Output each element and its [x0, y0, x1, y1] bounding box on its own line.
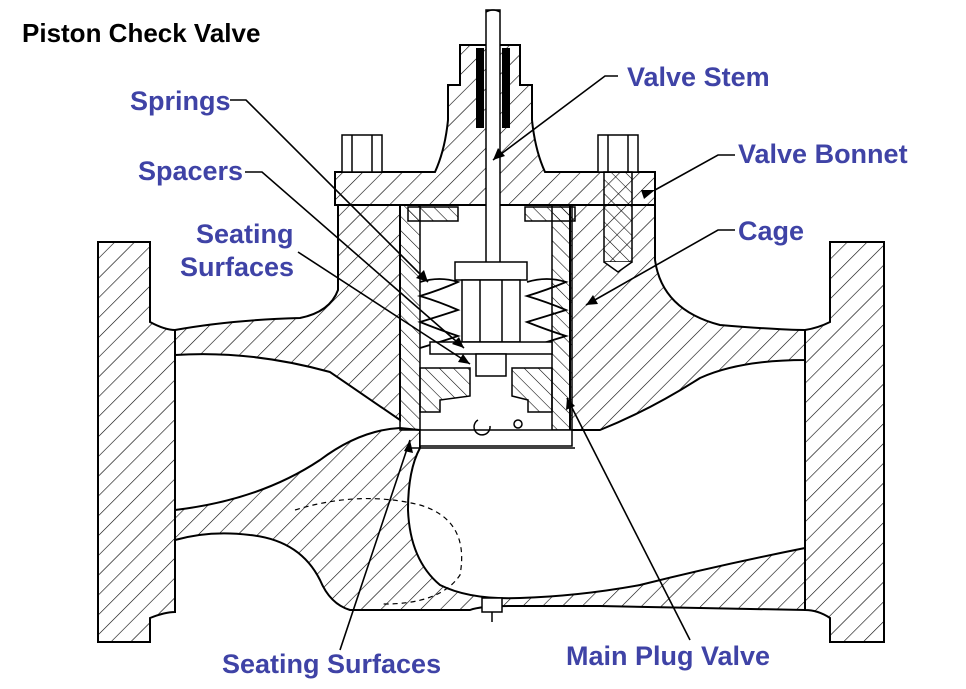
cage — [399, 204, 576, 431]
bonnet-bolt-left — [341, 134, 383, 173]
label-cage: Cage — [738, 216, 805, 246]
label-springs: Springs — [130, 86, 231, 116]
main-plug — [410, 367, 575, 449]
label-seating-surfaces-left-line2: Surfaces — [180, 252, 295, 282]
label-main-plug-valve: Main Plug Valve — [566, 641, 771, 671]
label-spacers: Spacers — [138, 156, 244, 186]
stem-packing-left — [476, 48, 484, 128]
drain-plug — [481, 597, 503, 622]
left-flange — [97, 241, 176, 643]
arrow-heads — [404, 148, 655, 453]
label-seating-surfaces-bottom: Seating Surfaces — [222, 649, 442, 679]
valve-stem — [485, 9, 501, 266]
right-flange — [804, 241, 885, 643]
label-valve-stem: Valve Stem — [627, 62, 770, 92]
body-lower — [174, 426, 806, 612]
springs — [416, 278, 569, 349]
bonnet-bolt-right — [597, 134, 639, 273]
diagram-title: Piston Check Valve — [22, 18, 261, 48]
stem-packing-right — [502, 48, 510, 128]
leader-lines — [230, 75, 735, 651]
label-seating-surfaces-left-line1: Seating — [196, 219, 294, 249]
body-upper-left — [174, 204, 401, 422]
label-valve-bonnet: Valve Bonnet — [738, 139, 908, 169]
